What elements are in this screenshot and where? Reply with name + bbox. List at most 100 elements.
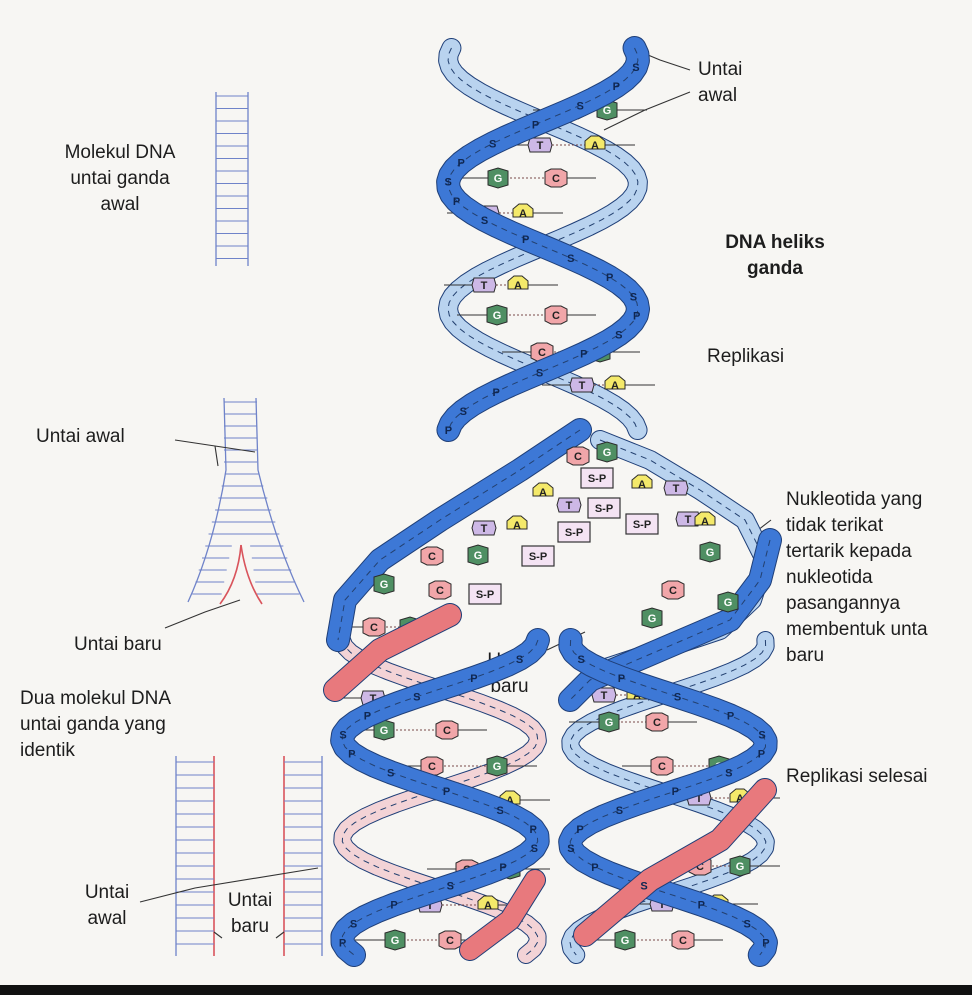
free-nucleotide-sp: S-P — [625, 513, 659, 535]
label-replikasi-selesai: Replikasi selesai — [786, 766, 928, 787]
backbone-letter: S — [640, 881, 647, 893]
base-letter: A — [611, 380, 619, 392]
backbone-letter: S — [447, 881, 454, 893]
ladder-middle-new-strand-right — [240, 544, 263, 605]
base-shape — [596, 441, 618, 463]
bottom-border — [0, 985, 972, 995]
base-shape — [591, 687, 617, 703]
backbone-letter: P — [470, 673, 477, 685]
label-dua-molekul: Dua molekul DNA untai ganda yang identik — [20, 688, 171, 761]
base-C: C — [544, 168, 568, 188]
backbone-letter: P — [532, 119, 539, 131]
backbone-letter: P — [618, 673, 625, 685]
helix-front-strands: SPSPSPSPSPSPSPSPSPSPSPSPSPSPSPSPSPSPSPSP… — [323, 36, 782, 967]
backbone-letter: S — [577, 654, 584, 666]
base-letter: T — [481, 280, 488, 292]
free-nucleotide-sp: S-P — [557, 521, 591, 543]
base-A: A — [477, 895, 499, 912]
fork-base-C: C — [661, 580, 685, 600]
base-letter: G — [474, 550, 483, 562]
ladder-middle-rail-left — [187, 397, 227, 603]
base-shape — [471, 277, 497, 293]
fork-right-old-dark — [558, 528, 782, 712]
sp-box — [587, 497, 621, 519]
base-letter: A — [519, 208, 527, 220]
base-letter: C — [696, 861, 704, 873]
base-letter: C — [428, 551, 436, 563]
ladder-middle-rail-right — [255, 397, 305, 603]
sp-label: S-P — [565, 527, 583, 539]
sp-box — [580, 467, 614, 489]
fork-base-C: C — [428, 580, 452, 600]
base-letter: A — [736, 793, 744, 805]
daughter-left-new-strand-top — [323, 603, 462, 702]
daughter-left-new-strand-top-body — [324, 604, 461, 701]
base-A: A — [507, 275, 529, 292]
daughter-left-old-strand — [330, 628, 550, 967]
backbone-letter: S — [576, 100, 583, 112]
base-shape — [614, 929, 636, 951]
free-nucleotide-sp: S-P — [468, 583, 502, 605]
sp-label: S-P — [595, 503, 613, 515]
base-C: C — [362, 617, 386, 637]
backbone-letter: S — [536, 368, 543, 380]
backbone-letter: S — [496, 805, 503, 817]
free-nucleotide-sp: S-P — [521, 545, 555, 567]
daughter-right-new-strand-body — [574, 779, 776, 946]
sp-box — [557, 521, 591, 543]
helix-upper-strand-dark-backbone — [447, 47, 639, 431]
backbone-letter: P — [457, 158, 464, 170]
base-shape — [428, 580, 452, 600]
base-shape — [556, 497, 582, 513]
sp-label: S-P — [588, 473, 606, 485]
base-letter: C — [446, 935, 454, 947]
fork-base-T: T — [663, 480, 689, 496]
label-molekul-dna-awal: Molekul DNA untai ganda awal — [64, 142, 176, 215]
base-letter: T — [685, 514, 692, 526]
base-letter: A — [484, 900, 492, 912]
ladder-middle-new-strand-left — [219, 544, 242, 605]
base-letter: T — [659, 899, 666, 911]
base-G: G — [614, 929, 636, 951]
fork-base-G: G — [717, 591, 739, 613]
base-shape — [435, 720, 459, 740]
base-G: G — [384, 929, 406, 951]
fork-base-C: C — [420, 546, 444, 566]
backbone-letter: S — [567, 843, 574, 855]
backbone-letter: S — [460, 406, 467, 418]
base-G: G — [486, 304, 508, 326]
base-letter: T — [481, 523, 488, 535]
backbone-letter: P — [633, 310, 640, 322]
base-shape — [717, 591, 739, 613]
base-shape — [487, 167, 509, 189]
ladder-bottom-right — [283, 756, 323, 956]
base-G: G — [486, 755, 508, 777]
base-C: C — [544, 305, 568, 325]
sp-label: S-P — [529, 551, 547, 563]
base-G: G — [598, 711, 620, 733]
base-letter: C — [436, 585, 444, 597]
base-shape — [675, 511, 701, 527]
base-letter: T — [537, 140, 544, 152]
base-letter: G — [380, 725, 389, 737]
base-letter: G — [621, 935, 630, 947]
base-letter: G — [380, 579, 389, 591]
base-shape — [671, 930, 695, 950]
fork-base-A: A — [694, 511, 716, 528]
daughter-right-old-strand-backbone — [569, 639, 767, 956]
backbone-letter: P — [606, 272, 613, 284]
base-G: G — [487, 167, 509, 189]
base-shape — [507, 275, 529, 290]
base-letter: G — [391, 935, 400, 947]
leader-line — [213, 931, 223, 939]
base-shape — [566, 446, 590, 466]
fork-base-T: T — [471, 520, 497, 536]
base-T: T — [471, 277, 497, 293]
backbone-letter: P — [698, 900, 705, 912]
